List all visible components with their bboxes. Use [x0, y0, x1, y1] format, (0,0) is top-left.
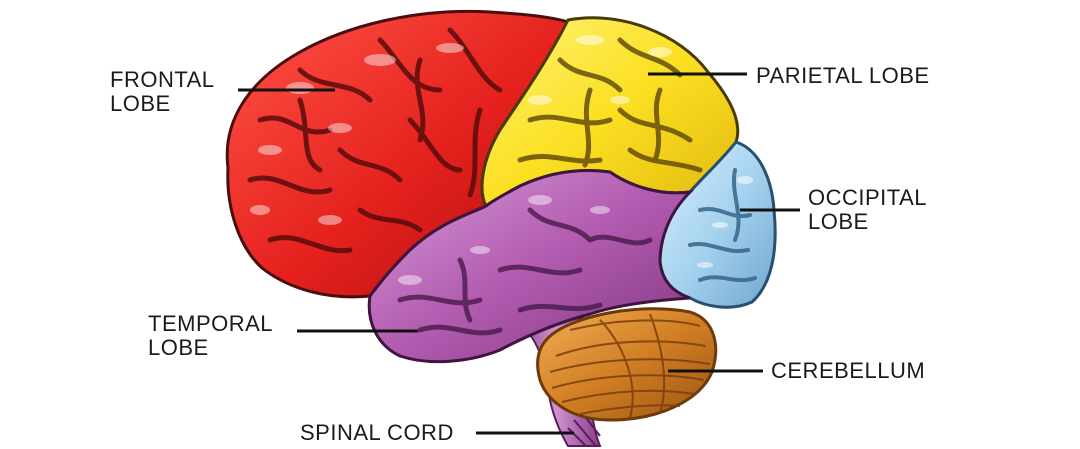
frontal-lobe-label-line2: LOBE: [110, 91, 171, 116]
frontal-lobe-label-line1: FRONTAL: [110, 67, 215, 92]
cerebellum-label-line1: CEREBELLUM: [771, 358, 926, 383]
parietal-lobe-label-line1: PARIETAL LOBE: [756, 63, 930, 88]
cerebellum-region: [536, 307, 718, 422]
temporal-lobe-label-line1: TEMPORAL: [148, 311, 274, 336]
parietal-lobe-region: [480, 16, 740, 209]
occipital-lobe-label-line1: OCCIPITAL: [808, 185, 928, 210]
spinal-cord-label-line1: SPINAL CORD: [300, 420, 454, 445]
spinal-cord-label: SPINAL CORD: [300, 421, 454, 445]
parietal-lobe-label: PARIETAL LOBE: [756, 64, 930, 88]
cerebellum-label: CEREBELLUM: [771, 359, 925, 383]
occipital-lobe-label: OCCIPITAL LOBE: [808, 186, 927, 234]
temporal-lobe-label: TEMPORAL LOBE: [148, 312, 273, 360]
occipital-lobe-label-line2: LOBE: [808, 209, 869, 234]
temporal-lobe-label-line2: LOBE: [148, 335, 209, 360]
leader-lines: [238, 72, 800, 435]
temporal-lobe-region: [367, 169, 695, 364]
frontal-lobe-label: FRONTAL LOBE: [110, 68, 215, 116]
